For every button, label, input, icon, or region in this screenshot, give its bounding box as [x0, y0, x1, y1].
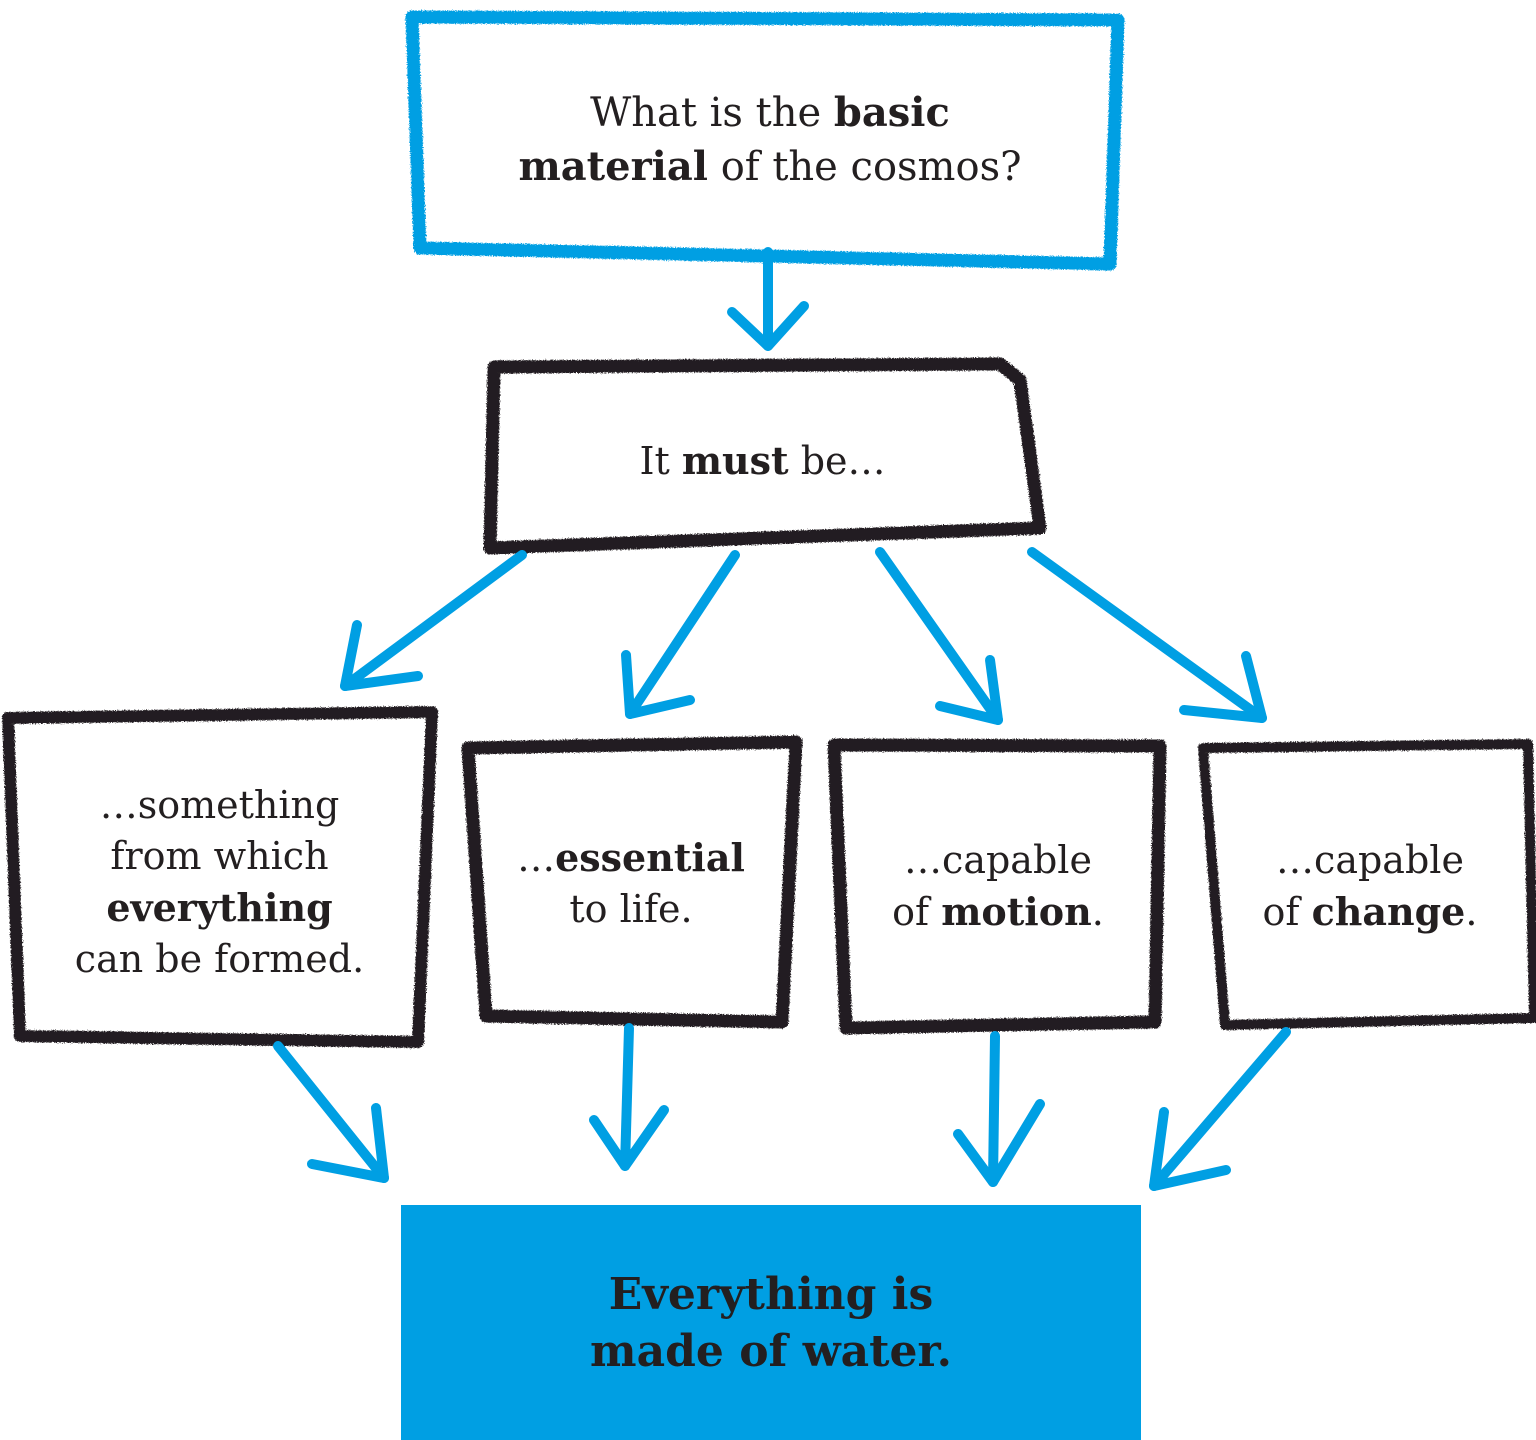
question-node: What is the basic material of the cosmos… — [430, 30, 1110, 250]
criterion-1-line-4: can be formed. — [74, 937, 365, 981]
criterion-box-4 — [1198, 739, 1536, 1030]
arrow-criterion-1-to-answer — [273, 1041, 389, 1183]
criterion-box-1 — [2, 706, 438, 1048]
criterion-box-3 — [827, 738, 1167, 1035]
answer-line-1: Everything is — [608, 1268, 934, 1320]
arrow-criterion-4-to-answer — [1149, 1027, 1291, 1191]
arrow-criterion-3-to-answer — [953, 1031, 1045, 1187]
criterion-box-2 — [461, 735, 803, 1029]
answer-box-fill — [401, 1205, 1141, 1440]
must-box — [483, 357, 1047, 555]
question-line-1: What is the basic — [590, 89, 950, 136]
criterion-node-1: …something from which everything can be … — [22, 725, 417, 1040]
arrow-must-to-criterion-2 — [621, 550, 740, 719]
arrow-criterion-2-to-answer — [589, 1023, 669, 1171]
arrow-must-to-criterion-1 — [340, 550, 527, 691]
criterion-1-line-1: …something — [99, 783, 340, 827]
answer-node: Everything is made of water. — [401, 1205, 1141, 1440]
question-box — [405, 10, 1125, 271]
criterion-1-line-3: everything — [106, 885, 333, 930]
criterion-node-2: …essential to life. — [517, 834, 745, 931]
arrow-must-to-criterion-4 — [1027, 547, 1267, 723]
question-line-2: material of the cosmos? — [518, 143, 1022, 190]
criterion-node-3: …capable of motion. — [892, 837, 1104, 934]
must-node: It must be… — [639, 437, 886, 483]
criterion-1-line-2: from which — [110, 834, 329, 878]
criterion-node-4: …capable of change. — [1262, 837, 1478, 934]
answer-line-2: made of water. — [590, 1325, 952, 1377]
arrow-must-to-criterion-3 — [875, 547, 1003, 725]
arrow-question-to-must — [727, 247, 809, 351]
